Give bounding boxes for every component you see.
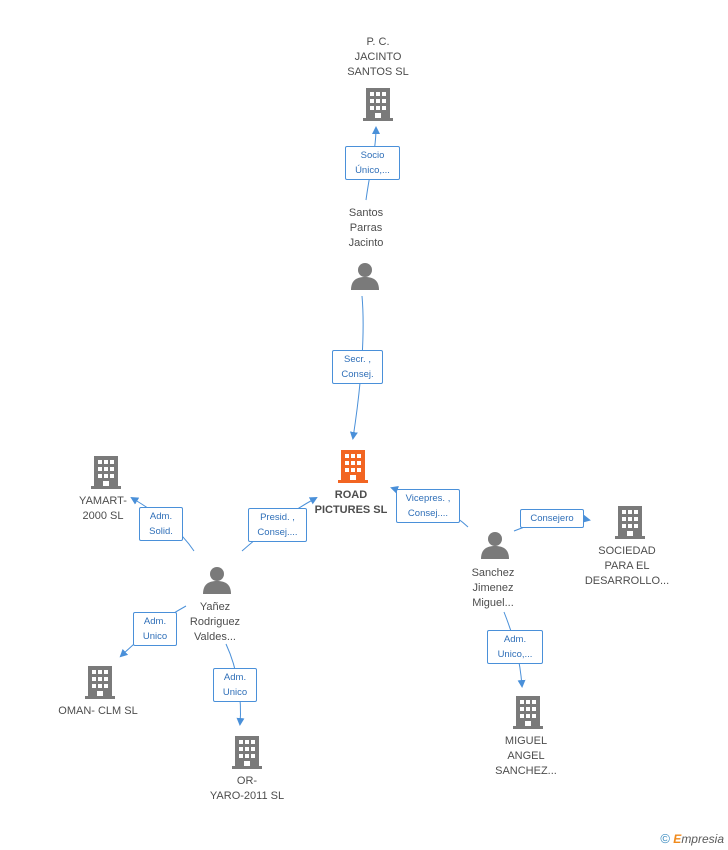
building-icon: [363, 88, 393, 121]
edge-label-adm-unico-oryaro: Adm. Unico: [213, 668, 257, 702]
brand-logo-text: mpresia: [681, 832, 724, 846]
node-santos-parras-jacinto[interactable]: Santos Parras Jacinto: [348, 207, 384, 249]
building-icon: [91, 456, 121, 489]
edge-label-adm-unico-miguel: Adm. Unico,...: [487, 630, 543, 664]
empresia-watermark: © Empresia: [660, 831, 724, 846]
node-pc-jacinto-santos[interactable]: P. C. JACINTO SANTOS SL: [347, 36, 409, 78]
brand-logo-initial: E: [673, 832, 682, 846]
node-road-pictures[interactable]: ROAD PICTURES SL: [314, 489, 388, 516]
node-oman-clm[interactable]: OMAN- CLM SL: [58, 705, 138, 717]
node-yanez-rodriguez[interactable]: Yañez Rodriguez Valdes...: [189, 601, 241, 643]
person-icon: [351, 263, 379, 290]
edge-label-vicepres-consej: Vicepres. , Consej....: [396, 489, 460, 523]
building-icon: [615, 506, 645, 539]
node-yamart-2000[interactable]: YAMART- 2000 SL: [79, 495, 127, 522]
edge-label-adm-solid: Adm. Solid.: [139, 507, 183, 541]
building-icon: [338, 450, 368, 483]
person-icon: [481, 532, 509, 559]
node-sociedad-desarrollo[interactable]: SOCIEDAD PARA EL DESARROLLO...: [584, 545, 670, 587]
building-icon: [232, 736, 262, 769]
person-icon: [203, 567, 231, 594]
edge-label-presid-consej: Presid. , Consej....: [248, 508, 307, 542]
building-icon: [513, 696, 543, 729]
edge-label-socio-unico: Socio Único,...: [345, 146, 400, 180]
edge-label-consejero: Consejero: [520, 509, 584, 528]
node-sanchez-jimenez[interactable]: Sanchez Jimenez Miguel...: [471, 567, 515, 609]
node-miguel-angel-sanchez[interactable]: MIGUEL ANGEL SANCHEZ...: [495, 735, 557, 777]
copyright-icon: ©: [660, 831, 670, 846]
edge-label-secr-consej: Secr. , Consej.: [332, 350, 383, 384]
node-oryaro-2011[interactable]: OR- YARO-2011 SL: [209, 775, 285, 802]
building-icon: [85, 666, 115, 699]
edge-label-adm-unico-oman: Adm. Unico: [133, 612, 177, 646]
